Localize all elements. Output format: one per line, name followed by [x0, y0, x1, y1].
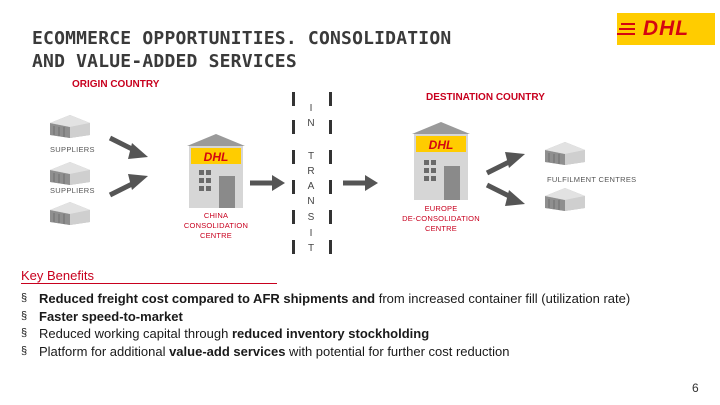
divider-dash — [292, 120, 295, 134]
benefit-item: § Reduced working capital through reduce… — [21, 325, 711, 343]
divider-dash — [292, 240, 295, 254]
europe-centre-line-3: CENTRE — [424, 224, 458, 233]
logo-text: DHL — [642, 17, 690, 40]
benefit-item: § Reduced freight cost compared to AFR s… — [21, 290, 711, 308]
europe-centre-line-1: EUROPE — [424, 204, 458, 213]
transit-letter: T — [307, 243, 315, 254]
svg-text:DHL: DHL — [429, 138, 454, 152]
china-centre-label: CHINA CONSOLIDATION CENTRE — [176, 211, 256, 241]
benefit-text: Reduced working capital through — [39, 326, 232, 341]
benefit-text: with potential for further cost reductio… — [285, 343, 510, 359]
arrow-icon — [250, 175, 285, 191]
destination-country-label: DESTINATION COUNTRY — [426, 92, 545, 103]
transit-letter: T — [307, 151, 315, 162]
suppliers-label-2: SUPPLIERS — [50, 186, 95, 195]
divider-dash — [329, 92, 332, 106]
supplier-warehouse-icon — [50, 162, 90, 185]
arrow-icon — [485, 152, 525, 176]
divider-dash — [329, 150, 332, 164]
svg-text:DHL: DHL — [204, 150, 229, 164]
divider-dash — [329, 240, 332, 254]
divider-dash — [292, 180, 295, 194]
page-number: 6 — [692, 381, 699, 395]
transit-letter: I — [309, 228, 313, 239]
benefits-underline — [21, 283, 277, 284]
title-line-1: ECOMMERCE OPPORTUNITIES. CONSOLIDATION — [32, 28, 452, 49]
logo-speed-line — [621, 23, 635, 25]
benefit-bold: value-add services — [169, 343, 286, 359]
bullet-glyph: § — [21, 309, 28, 322]
europe-centre-label: EUROPE DE-CONSOLIDATION CENTRE — [396, 204, 486, 234]
arrow-icon — [343, 175, 378, 191]
benefit-bold: Reduced freight cost compared to AFR shi… — [39, 291, 376, 306]
suppliers-label-1: SUPPLIERS — [50, 145, 95, 154]
benefit-bold: reduced inventory stockholding — [231, 326, 430, 341]
arrow-icon — [108, 174, 148, 198]
benefit-text: from increased container fill (utilizati… — [375, 291, 631, 306]
dhl-warehouse-icon: DHL — [187, 134, 245, 208]
divider-dash — [292, 150, 295, 164]
benefit-text: Platform for additional — [39, 343, 170, 359]
transit-letter: N — [307, 196, 315, 207]
fulfilment-centres-label: FULFILMENT CENTRES — [547, 175, 637, 184]
arrow-icon — [108, 135, 148, 159]
bullet-glyph: § — [21, 344, 28, 357]
title-line-2: AND VALUE-ADDED SERVICES — [32, 51, 297, 72]
transit-letter: N — [307, 118, 315, 129]
logo-speed-line — [619, 28, 635, 30]
dhl-logo: DHL — [617, 13, 715, 45]
china-centre-line-2: CONSOLIDATION — [183, 221, 249, 230]
arrow-icon — [485, 182, 525, 206]
benefit-item: § Platform for additional value-add serv… — [21, 343, 711, 361]
divider-dash — [329, 180, 332, 194]
fulfilment-warehouse-icon — [545, 142, 585, 165]
fulfilment-warehouse-icon — [545, 188, 585, 211]
page-title: ECOMMERCE OPPORTUNITIES. CONSOLIDATION A… — [32, 27, 451, 73]
divider-dash — [329, 120, 332, 134]
benefits-title: Key Benefits — [21, 268, 94, 283]
supplier-warehouse-icon — [50, 115, 90, 138]
transit-letter: A — [307, 181, 315, 192]
divider-dash — [292, 210, 295, 224]
benefits-list: § Reduced freight cost compared to AFR s… — [21, 290, 711, 360]
origin-country-label: ORIGIN COUNTRY — [72, 79, 160, 90]
dhl-warehouse-icon: DHL — [412, 122, 470, 200]
bullet-glyph: § — [21, 292, 28, 304]
benefit-item: § Faster speed-to-market — [21, 308, 711, 326]
supplier-warehouse-icon — [50, 202, 90, 225]
divider-dash — [292, 92, 295, 106]
bullet-glyph: § — [21, 327, 28, 339]
benefit-bold: Faster speed-to-market — [39, 308, 183, 324]
logo-speed-line — [617, 33, 635, 35]
europe-centre-line-2: DE-CONSOLIDATION — [402, 214, 480, 223]
transit-letter: R — [307, 166, 315, 177]
transit-letter: I — [309, 103, 313, 114]
transit-letter: S — [307, 212, 315, 223]
divider-dash — [329, 210, 332, 224]
china-centre-line-3: CENTRE — [199, 231, 233, 240]
china-centre-line-1: CHINA — [203, 211, 229, 220]
